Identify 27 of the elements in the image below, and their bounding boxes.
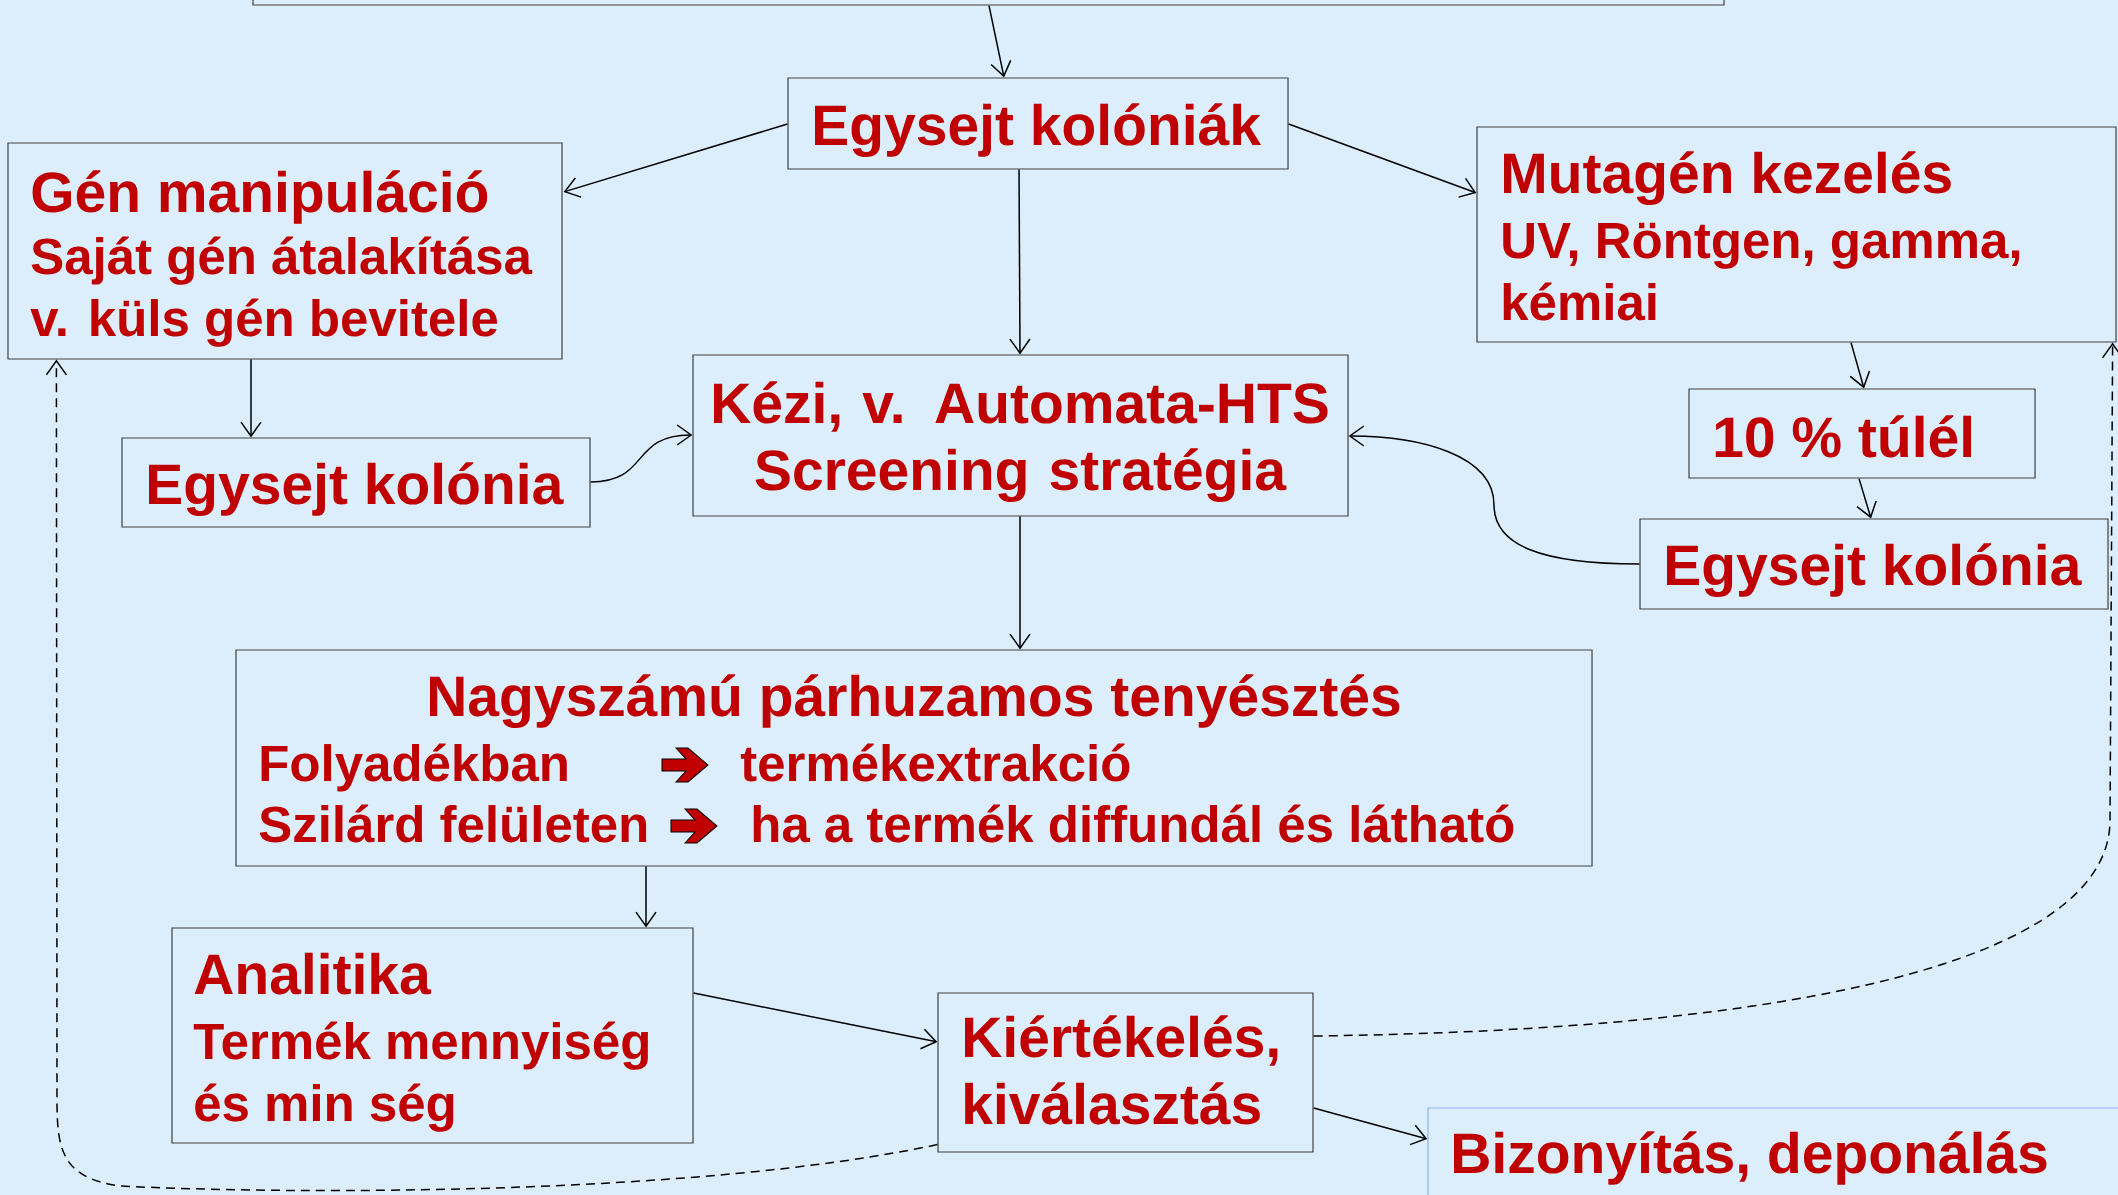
process-box: Bizonyítás, deponálás (1427, 1107, 2118, 1195)
arrow (1849, 341, 1871, 389)
arrow (240, 358, 262, 438)
arrow (1287, 123, 1477, 198)
arrow (1856, 477, 1877, 519)
process-box: Analitika Termék mennyiség és min ség (171, 927, 694, 1144)
process-box: 10 % túlél (1688, 388, 2036, 479)
process-box: Kiértékelés, kiválasztás (937, 992, 1314, 1153)
arrow (1009, 168, 1031, 355)
process-box: Mutagén kezelés UV, Röntgen, gamma, kémiai (1476, 126, 2117, 343)
arrow (1312, 342, 2118, 1037)
arrow (589, 424, 693, 483)
process-box: Gén manipuláció Saját gén átalakítása v. küls gén bevitele (7, 142, 563, 360)
process-box: Egysejt kolónia (121, 437, 591, 528)
arrow (988, 4, 1012, 78)
arrow (1312, 1107, 1428, 1146)
process-box: Egysejt kolóniák (787, 77, 1289, 170)
arrow (45, 359, 939, 1192)
process-box: Nagyszámú párhuzamos tenyésztés Folyadékban termékextrakció Szilárd felületen ha a termék diffundál és látható (235, 649, 1593, 867)
arrow (1009, 515, 1031, 650)
arrow (692, 992, 938, 1050)
process-box: Kézi, v. Automata-HTS Screening stratégia (692, 354, 1349, 517)
arrow (1348, 425, 1641, 565)
empty-box (252, 0, 1725, 6)
process-box: Egysejt kolónia (1639, 518, 2109, 610)
arrow (635, 865, 657, 928)
arrow (563, 123, 789, 198)
